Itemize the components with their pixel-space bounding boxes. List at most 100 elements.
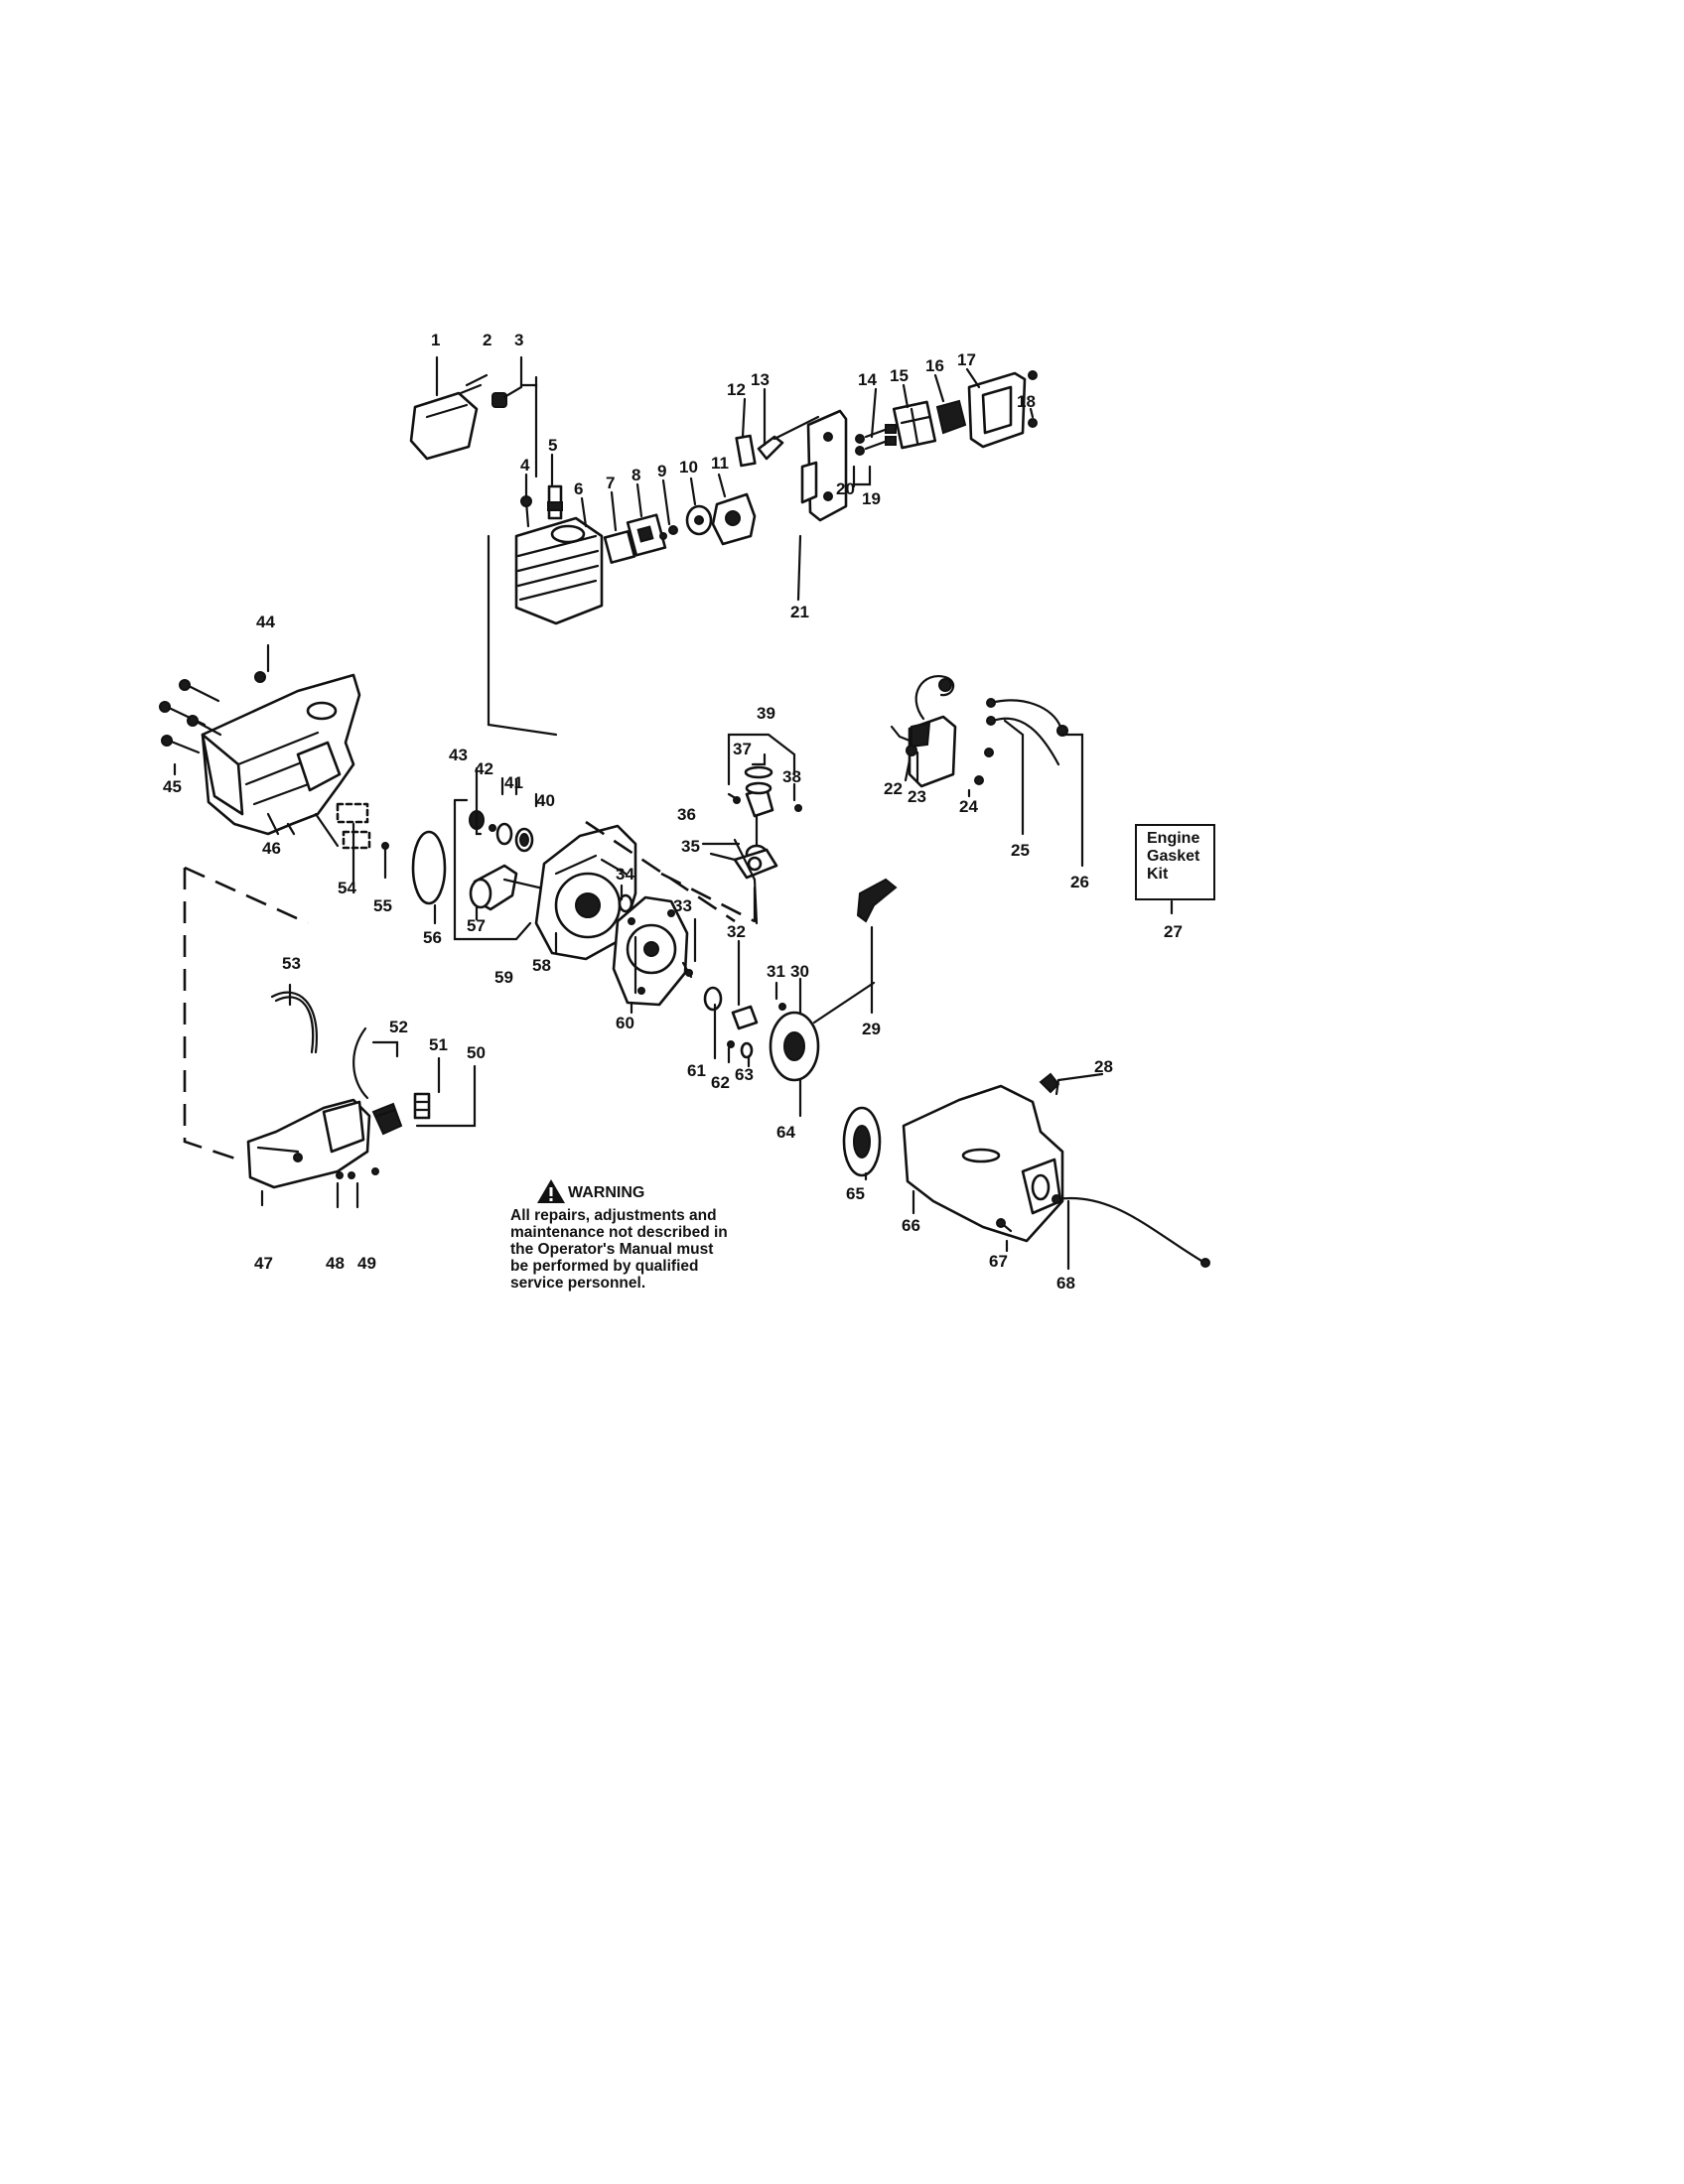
callout-30: 30 (790, 962, 809, 981)
grommet-3 (491, 392, 507, 408)
callout-14: 14 (858, 370, 877, 389)
callout-63: 63 (735, 1065, 754, 1084)
clutch-65 (842, 1106, 882, 1177)
callout-18: 18 (1017, 392, 1036, 411)
callout-58: 58 (532, 956, 551, 975)
callout-54: 54 (338, 879, 356, 897)
screws-45 (159, 671, 266, 754)
screw-9 (659, 525, 678, 540)
callout-49: 49 (357, 1254, 376, 1273)
callout-51: 51 (429, 1035, 448, 1054)
engine-shroud-44 (201, 673, 361, 848)
spacer-54-55 (336, 802, 389, 850)
screw-18 (1028, 370, 1038, 428)
ring-37 (744, 765, 773, 779)
warning-message: All repairs, adjustments and maintenance… (510, 1207, 778, 1292)
piston-36 (745, 781, 774, 864)
callout-4: 4 (520, 456, 530, 475)
callout-62: 62 (711, 1073, 730, 1092)
callout-59: 59 (494, 968, 513, 987)
air-box-21 (800, 409, 848, 522)
callout-13: 13 (751, 370, 770, 389)
callout-38: 38 (782, 767, 801, 786)
callout-45: 45 (163, 777, 182, 796)
callout-3: 3 (514, 331, 523, 349)
filter-screen-15 (892, 400, 937, 450)
fuel-line-25 (986, 716, 1060, 766)
spark-screen-51 (413, 1092, 431, 1120)
warning-line: service personnel. (510, 1275, 646, 1292)
callout-19: 19 (862, 489, 881, 508)
callout-31: 31 (767, 962, 785, 981)
muffler-47 (246, 1098, 371, 1189)
spring-62-63 (727, 1040, 754, 1059)
callout-15: 15 (890, 366, 909, 385)
callout-56: 56 (423, 928, 442, 947)
callout-40: 40 (536, 791, 555, 810)
callout-36: 36 (677, 805, 696, 824)
air-filter-16 (935, 399, 967, 435)
callout-24: 24 (959, 797, 978, 816)
warning-line: the Operator's Manual must (510, 1241, 714, 1258)
engine-gasket-kit-box: Engine Gasket Kit (1135, 824, 1215, 900)
callout-2: 2 (483, 331, 491, 349)
callout-26: 26 (1070, 873, 1089, 891)
carburetor-11 (711, 492, 757, 546)
warning-triangle-icon (537, 1179, 565, 1203)
screw-22 (906, 745, 917, 756)
shaft-32 (731, 1005, 759, 1030)
callout-50: 50 (467, 1043, 486, 1062)
screw-4 (520, 495, 532, 528)
callout-22: 22 (884, 779, 903, 798)
callout-43: 43 (449, 746, 468, 764)
callout-1: 1 (431, 331, 440, 349)
warning-heading: WARNING (568, 1184, 645, 1201)
muffler-body-50 (371, 1102, 403, 1136)
callout-64: 64 (776, 1123, 795, 1142)
callout-6: 6 (574, 479, 583, 498)
leader-lines (173, 355, 1174, 1271)
plate-12 (735, 434, 757, 468)
crankshaft-57 (469, 864, 558, 911)
callout-68: 68 (1056, 1274, 1075, 1293)
callout-61: 61 (687, 1061, 706, 1080)
callout-7: 7 (606, 474, 615, 492)
screws-14-20 (855, 424, 897, 456)
insulator-8 (626, 513, 667, 557)
callout-numbers: 1 2 3 4 5 6 7 8 9 10 11 12 13 14 15 16 1… (163, 331, 1183, 1293)
muffler-guard-53 (270, 991, 319, 1054)
callout-28: 28 (1094, 1057, 1113, 1076)
cylinder-cover-1 (409, 375, 479, 461)
warning-line: maintenance not described in (510, 1224, 728, 1241)
gasket-7 (603, 530, 636, 564)
callout-39: 39 (757, 704, 775, 723)
callout-37: 37 (733, 740, 752, 758)
spring-2 (459, 383, 483, 395)
screw-24 (974, 748, 994, 785)
callout-27: 27 (1164, 922, 1183, 941)
callout-57: 57 (467, 916, 486, 935)
screws-48-49 (336, 1167, 379, 1179)
callout-5: 5 (548, 436, 557, 455)
callout-9: 9 (657, 462, 666, 480)
kit-box-line: Engine (1147, 830, 1200, 847)
callout-35: 35 (681, 837, 700, 856)
callout-32: 32 (727, 922, 746, 941)
callout-23: 23 (908, 787, 926, 806)
callout-41: 41 (504, 773, 523, 792)
callout-20: 20 (836, 479, 855, 498)
callout-17: 17 (957, 350, 976, 369)
fuel-line-26 (986, 698, 1068, 737)
kit-box-line: Kit (1147, 866, 1169, 883)
warning-line: All repairs, adjustments and (510, 1207, 717, 1224)
callout-16: 16 (925, 356, 944, 375)
spring-33 (681, 961, 693, 979)
starter-handle-29 (856, 878, 898, 923)
pulley-64 (769, 981, 876, 1082)
callout-12: 12 (727, 380, 746, 399)
callout-53: 53 (282, 954, 301, 973)
callout-11: 11 (711, 454, 729, 473)
kit-box-line: Gasket (1147, 848, 1200, 865)
gasket-35 (733, 848, 778, 880)
